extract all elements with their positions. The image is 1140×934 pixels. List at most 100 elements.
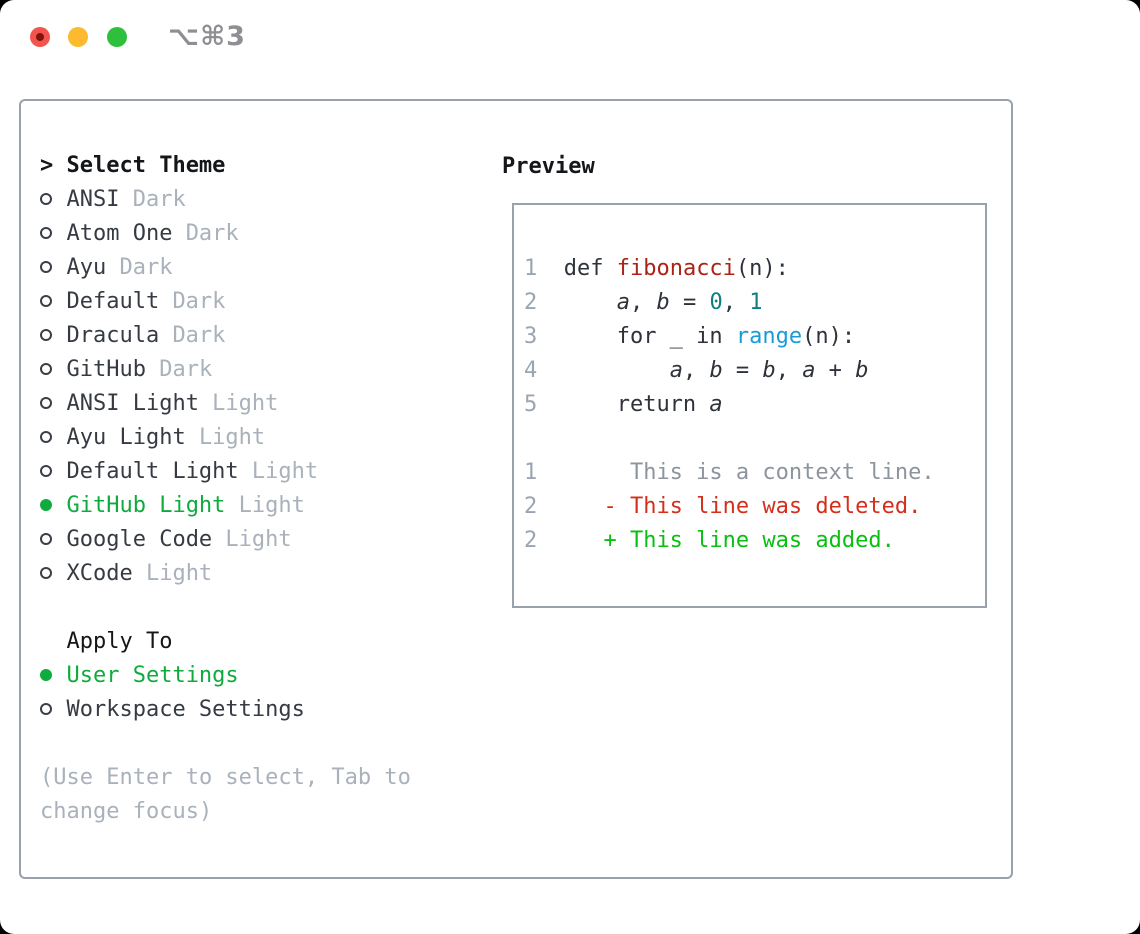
radio-circle — [40, 703, 52, 715]
code-token: This is a context line. — [537, 460, 935, 485]
code-token: a — [669, 358, 683, 383]
code-token: 1 — [749, 290, 763, 315]
select-theme-title: Select Theme — [66, 152, 226, 178]
code-token: b — [855, 358, 869, 383]
code-token: b — [762, 358, 776, 383]
apply-option[interactable]: User Settings — [40, 658, 411, 692]
code-token: , — [722, 290, 750, 315]
code-token: = — [722, 358, 763, 383]
close-button[interactable] — [30, 27, 50, 47]
code-line: 3 for _ in range(n): — [524, 320, 985, 354]
line-number: 3 — [524, 324, 538, 349]
code-token: def — [537, 256, 617, 281]
apply-to-spacer — [40, 624, 66, 658]
radio-circle — [40, 227, 52, 239]
code-line: 4 a, b = b, a + b — [524, 354, 985, 388]
theme-variant-tag: Light — [225, 526, 292, 552]
radio-selected-icon — [40, 658, 66, 692]
radio-unselected-icon — [40, 386, 66, 420]
window-shortcut-label: ⌥⌘3 — [168, 21, 246, 52]
line-number: 1 — [524, 460, 538, 485]
titlebar: ⌥⌘3 — [0, 0, 1140, 76]
radio-unselected-icon — [40, 522, 66, 556]
theme-variant-tag: Dark — [132, 186, 186, 212]
theme-option[interactable]: ANSI Light Light — [40, 386, 411, 420]
radio-unselected-icon — [40, 454, 66, 488]
theme-option[interactable]: Default Dark — [40, 284, 411, 318]
option-label: Default Light — [66, 458, 239, 484]
code-token: + This line was added. — [537, 528, 895, 553]
radio-unselected-icon — [40, 318, 66, 352]
code-line: 1 def fibonacci(n): — [524, 252, 985, 286]
radio-circle — [40, 295, 52, 307]
option-label: Ayu Light — [66, 424, 186, 450]
radio-circle — [40, 193, 52, 205]
radio-circle — [40, 465, 52, 477]
apply-option[interactable]: Workspace Settings — [40, 692, 411, 726]
code-line — [524, 422, 985, 456]
radio-unselected-icon — [40, 556, 66, 590]
code-token: for _ in — [537, 324, 736, 349]
option-label: ANSI — [66, 186, 120, 212]
radio-unselected-icon — [40, 250, 66, 284]
code-token: b — [709, 358, 723, 383]
zoom-button[interactable] — [107, 27, 127, 47]
radio-unselected-icon — [40, 284, 66, 318]
line-number: 2 — [524, 494, 538, 519]
option-label: GitHub Light — [66, 492, 226, 518]
radio-unselected-icon — [40, 692, 66, 726]
option-label: Default — [66, 288, 160, 314]
code-token: a — [802, 358, 816, 383]
keyboard-hint-line: change focus) — [40, 798, 213, 824]
code-line: 1 This is a context line. — [524, 456, 985, 490]
apply-to-header: Apply To — [40, 624, 411, 658]
code-token: fibonacci — [616, 256, 736, 281]
theme-variant-tag: Dark — [172, 288, 226, 314]
code-token — [537, 358, 669, 383]
code-line: 5 return a — [524, 388, 985, 422]
line-number: 4 — [524, 358, 538, 383]
theme-variant-tag: Light — [212, 390, 279, 416]
theme-variant-tag: Dark — [119, 254, 173, 280]
keyboard-hint: (Use Enter to select, Tab to change focu… — [40, 760, 411, 828]
radio-unselected-icon — [40, 216, 66, 250]
code-token: (n): — [735, 256, 789, 281]
line-number: 2 — [524, 290, 538, 315]
code-token: , — [682, 358, 710, 383]
option-label: ANSI Light — [66, 390, 199, 416]
code-token: range — [735, 324, 803, 349]
theme-variant-tag: Light — [145, 560, 213, 586]
radio-circle — [40, 567, 52, 579]
code-token: b — [656, 290, 670, 315]
option-label: Atom One — [66, 220, 173, 246]
minimize-button[interactable] — [68, 27, 88, 47]
code-token: a — [709, 392, 723, 417]
radio-circle — [40, 329, 52, 341]
theme-option[interactable]: ANSI Dark — [40, 182, 411, 216]
apply-to-title: Apply To — [66, 628, 173, 654]
radio-circle — [40, 363, 52, 375]
code-token: , — [629, 290, 657, 315]
radio-circle — [40, 499, 52, 511]
radio-selected-icon — [40, 488, 66, 522]
option-label: User Settings — [66, 662, 239, 688]
prompt-icon: > — [40, 152, 54, 178]
radio-circle — [40, 397, 52, 409]
code-token: = — [669, 290, 710, 315]
option-label: GitHub — [66, 356, 146, 382]
